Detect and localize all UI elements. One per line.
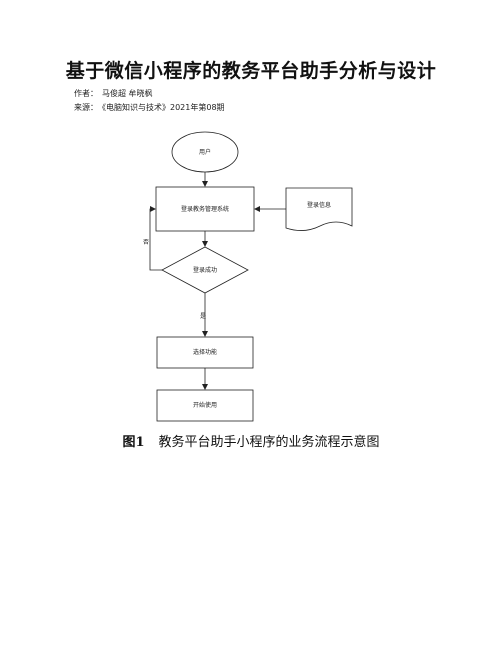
start-use-node (156, 389, 254, 422)
edge-no-label: 否 (143, 239, 149, 246)
login-success-label: 登录成功 (193, 266, 217, 274)
edge-yes-label: 是 (200, 313, 206, 320)
select-function-label: 选择功能 (193, 348, 217, 356)
document-title: 基于微信小程序的教务平台助手分析与设计 (65, 60, 437, 82)
author-line: 作者： 马俊超 牟晓枫 (74, 88, 153, 99)
source-value: 《电脑知识与技术》2021年第08期 (102, 103, 225, 112)
login-info-node (285, 187, 353, 231)
figure-caption-text: 教务平台助手小程序的业务流程示意图 (158, 435, 380, 450)
author-names: 马俊超 牟晓枫 (102, 89, 153, 98)
source-label: 来源： (74, 103, 98, 112)
source-line: 来源： 《电脑知识与技术》2021年第08期 (74, 102, 225, 113)
login-system-node-label: 登录教务管理系统 (181, 205, 229, 213)
start-use-label: 开始使用 (193, 401, 217, 409)
figure-caption: 图1 教务平台助手小程序的业务流程示意图 (0, 431, 502, 450)
login-info-node-label: 登录信息 (307, 201, 331, 209)
user-node-label: 用户 (199, 148, 211, 156)
edge-no-loop (149, 206, 162, 271)
figure-number: 图1 (122, 435, 145, 450)
author-label: 作者： (74, 89, 98, 98)
select-function-node (156, 336, 254, 369)
